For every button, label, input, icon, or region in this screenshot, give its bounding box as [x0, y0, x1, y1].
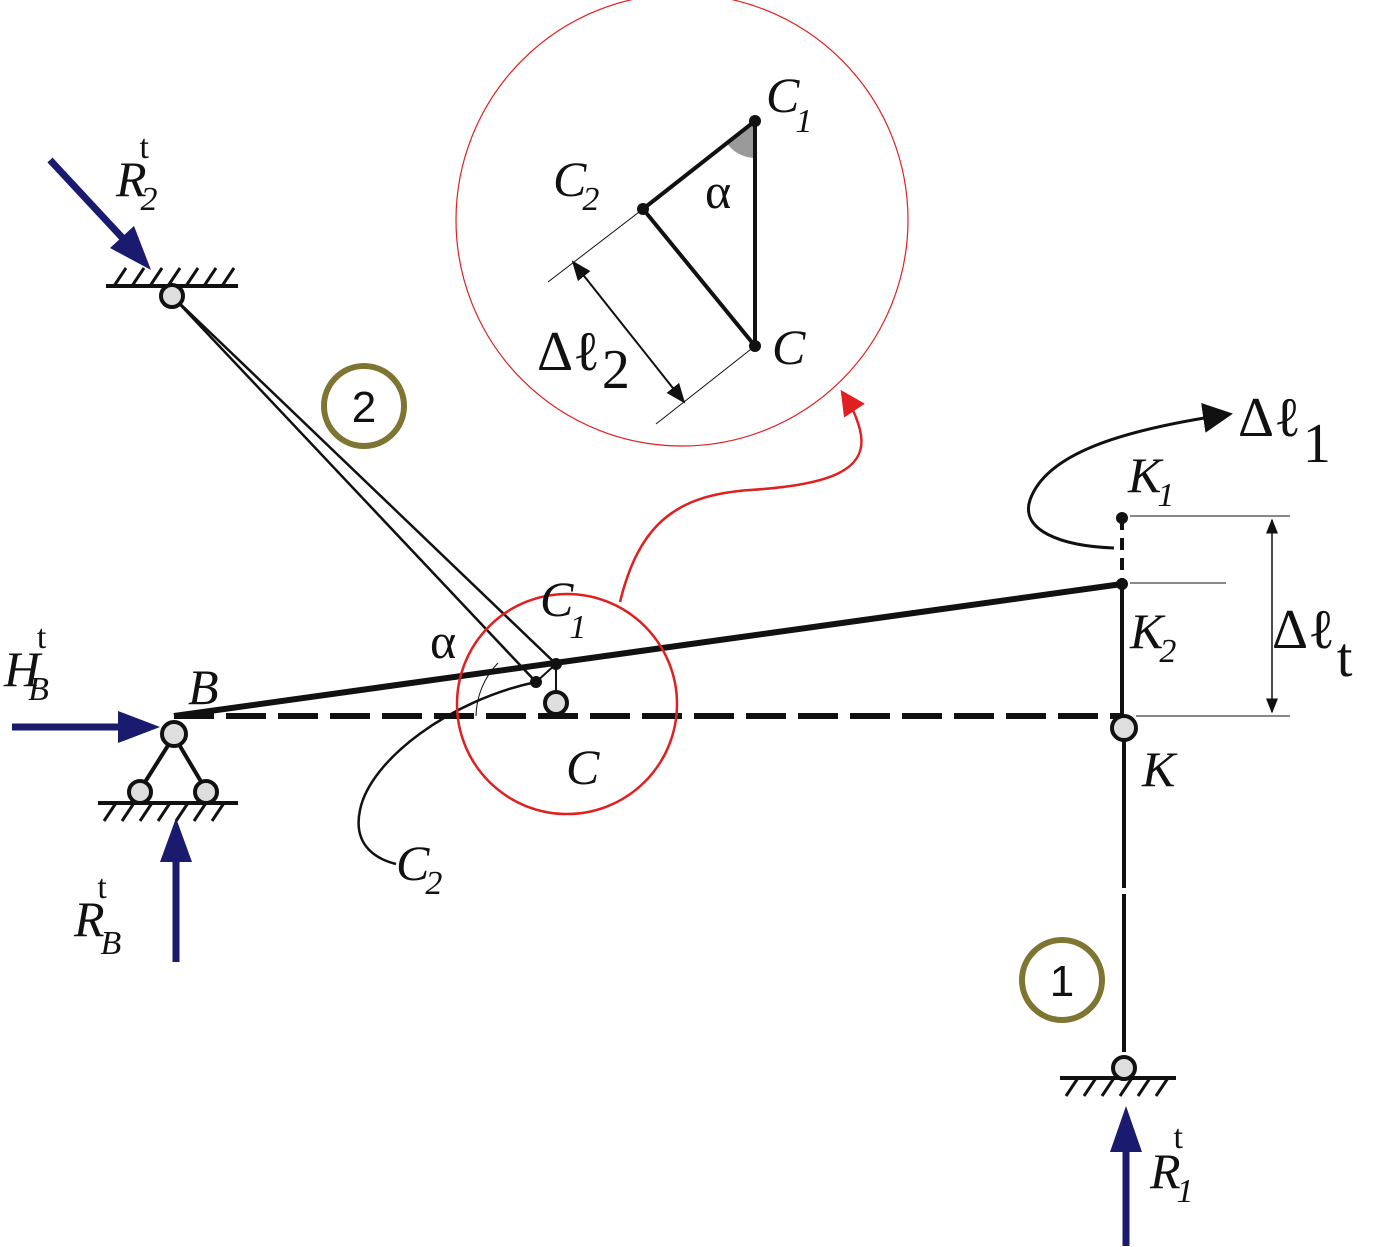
hinge-b: [160, 720, 188, 748]
label-r2: R2t: [115, 129, 158, 218]
member-2-original-line: [171, 295, 537, 683]
inset-label-c: C: [772, 319, 806, 375]
inset-point-c2: [637, 203, 649, 215]
beam-deformed: [173, 581, 1123, 719]
label-k2: K2: [1129, 603, 1176, 670]
inset-label-c1: C1: [766, 67, 812, 140]
highlight-circle-c: [455, 592, 679, 816]
label-c2: C2: [396, 835, 442, 902]
inset-label-c2: C2: [553, 151, 599, 218]
pointer-curve-dl1: [1027, 403, 1233, 550]
member-1-badge: [1019, 937, 1105, 1023]
red-pointer-arrow: [618, 389, 865, 603]
angle-arc-alpha: [475, 662, 499, 717]
point-k2: [1116, 578, 1128, 590]
inset-extension-upper: [547, 208, 644, 283]
force-arrowhead-hb: [118, 711, 160, 743]
support-member-1: [1060, 1055, 1176, 1097]
inset-extension-lower: [655, 345, 756, 425]
hinge-member-1-support: [1111, 1055, 1137, 1081]
label-k: K: [1141, 741, 1178, 797]
member-2-badge: [321, 363, 407, 449]
support-member-2: [106, 267, 238, 309]
label-dl1: Δℓ1: [1238, 387, 1331, 475]
hinge-member-2-support: [159, 283, 185, 309]
inset-dimension-dl2: [571, 260, 686, 404]
inset-circle: [455, 0, 909, 447]
hinge-c: [543, 690, 569, 716]
force-arrowhead-r2: [110, 226, 151, 270]
inset-point-c1: [749, 115, 761, 127]
member-2: [171, 295, 557, 683]
label-rb: RBt: [73, 869, 122, 962]
point-c1: [550, 658, 562, 670]
label-alpha: α: [430, 613, 456, 669]
label-k1: K1: [1127, 447, 1174, 514]
label-r1: R1t: [1149, 1119, 1194, 1210]
inset-label-alpha: α: [705, 163, 731, 219]
point-k1: [1116, 512, 1128, 524]
inset-line-c1-c2: [641, 119, 757, 211]
label-dlt: Δℓt: [1272, 599, 1353, 689]
member-2-number: 2: [352, 383, 376, 432]
support-b: [98, 720, 238, 822]
label-b: B: [188, 659, 219, 715]
hinge-k: [1110, 714, 1138, 742]
inset-point-c: [749, 340, 761, 352]
force-arrowhead-r1: [1110, 1106, 1142, 1152]
member-1-number: 1: [1050, 957, 1074, 1006]
pointer-curve-c2: [357, 680, 537, 866]
member-2-deformed-line: [171, 295, 557, 665]
force-arrowhead-rb: [160, 818, 192, 862]
inset-detail: [455, 0, 909, 447]
label-c: C: [566, 739, 600, 795]
label-hb: HBt: [3, 619, 49, 708]
inset-line-c2-c: [641, 207, 757, 348]
inset-label-dl2: Δℓ2: [537, 321, 630, 401]
inset-angle-wedge: [726, 121, 755, 158]
